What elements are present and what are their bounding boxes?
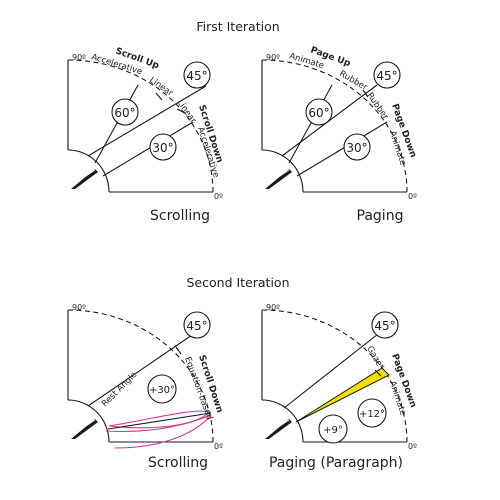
angle-circle-plus12 — [357, 398, 387, 428]
line-30 — [296, 121, 388, 177]
rest-angle-line — [107, 412, 212, 430]
line-60 — [288, 84, 333, 164]
line-60 — [94, 84, 139, 164]
label-down-rubber: Rubber — [365, 91, 391, 122]
label-0-degrees: 0º — [214, 442, 223, 451]
pen-icon — [71, 169, 98, 189]
angle-circle-45 — [371, 311, 399, 339]
caption-scrolling: Scrolling — [148, 455, 208, 471]
line-45 — [87, 334, 193, 407]
label-0-degrees: 0º — [408, 442, 417, 451]
angle-circle-60 — [305, 98, 333, 126]
angle-circle-45 — [183, 311, 211, 339]
panel-second-scrolling: 45° +30° 90º 0º Rest Angle Scroll Down E… — [67, 303, 224, 471]
label-90-degrees: 90º — [72, 303, 86, 312]
gaze-wedge — [295, 367, 390, 423]
angle-label-45: 45° — [186, 319, 207, 333]
angle-circle-60 — [111, 98, 139, 126]
outer-dashed-arc — [67, 59, 214, 193]
label-down-linear: Linear — [175, 98, 199, 126]
label-up-linear: Linear — [147, 75, 175, 99]
rest-band-upper — [108, 410, 212, 429]
heading-first-iteration: First Iteration — [196, 19, 279, 34]
label-gaze: Gaze* — [364, 345, 386, 372]
label-rest-angle: Rest Angle — [100, 370, 139, 409]
angle-label-45: 45° — [376, 69, 397, 83]
pen-icon — [71, 419, 98, 439]
angle-label-45: 45° — [186, 69, 207, 83]
label-0-degrees: 0º — [214, 192, 223, 201]
angle-label-plus30: +30° — [149, 385, 175, 396]
line-45 — [87, 85, 207, 157]
panel-second-paging: 45° +12° +9° 90º 0º Gaze* Page Down Anim… — [261, 303, 418, 471]
inner-arc — [261, 149, 304, 193]
angle-circle-45 — [183, 61, 211, 89]
label-0-degrees: 0º — [408, 192, 417, 201]
divider-tick — [175, 346, 182, 355]
line-30 — [102, 121, 194, 177]
outer-dashed-arc — [261, 59, 408, 193]
label-90-degrees: 90º — [266, 53, 280, 62]
line-45 — [283, 333, 379, 409]
heading-second-iteration: Second Iteration — [187, 275, 290, 290]
panel-first-paging: 60° 45° 30° 90º 0º Page Up Animate Rubbe… — [261, 45, 418, 224]
inner-arc — [67, 149, 110, 193]
angle-label-30: 30° — [152, 141, 173, 155]
divider-tick — [362, 89, 369, 98]
angle-circle-plus9 — [318, 414, 348, 444]
divider-tick-down — [176, 108, 186, 114]
angle-circle-plus30 — [147, 374, 177, 404]
rest-band-lower — [105, 414, 212, 449]
caption-scrolling: Scrolling — [150, 208, 210, 224]
angle-label-60: 60° — [114, 106, 135, 120]
panel-first-scrolling: 60° 45° 30° 90º 0º Scroll Up Accelerativ… — [67, 46, 224, 224]
caption-paging: Paging — [357, 208, 404, 224]
inner-arc — [67, 399, 110, 443]
angle-label-30: 30° — [346, 141, 367, 155]
caption-paging-paragraph: Paging (Paragraph) — [269, 455, 403, 471]
label-90-degrees: 90º — [72, 53, 86, 62]
angle-circle-30 — [149, 133, 177, 161]
angle-label-45: 45° — [374, 319, 395, 333]
divider-tick — [374, 369, 382, 377]
divider-tick-up — [155, 92, 163, 101]
label-90-degrees: 90º — [266, 303, 280, 312]
inner-arc — [261, 399, 304, 443]
angle-label-plus12: +12° — [359, 409, 385, 420]
angle-circle-30 — [343, 133, 371, 161]
pen-icon — [265, 419, 292, 439]
angle-label-plus9: +9° — [323, 425, 343, 436]
outer-dashed-arc — [261, 309, 408, 443]
angle-circle-45 — [373, 61, 401, 89]
pen-icon — [265, 169, 292, 189]
angle-label-60: 60° — [308, 106, 329, 120]
